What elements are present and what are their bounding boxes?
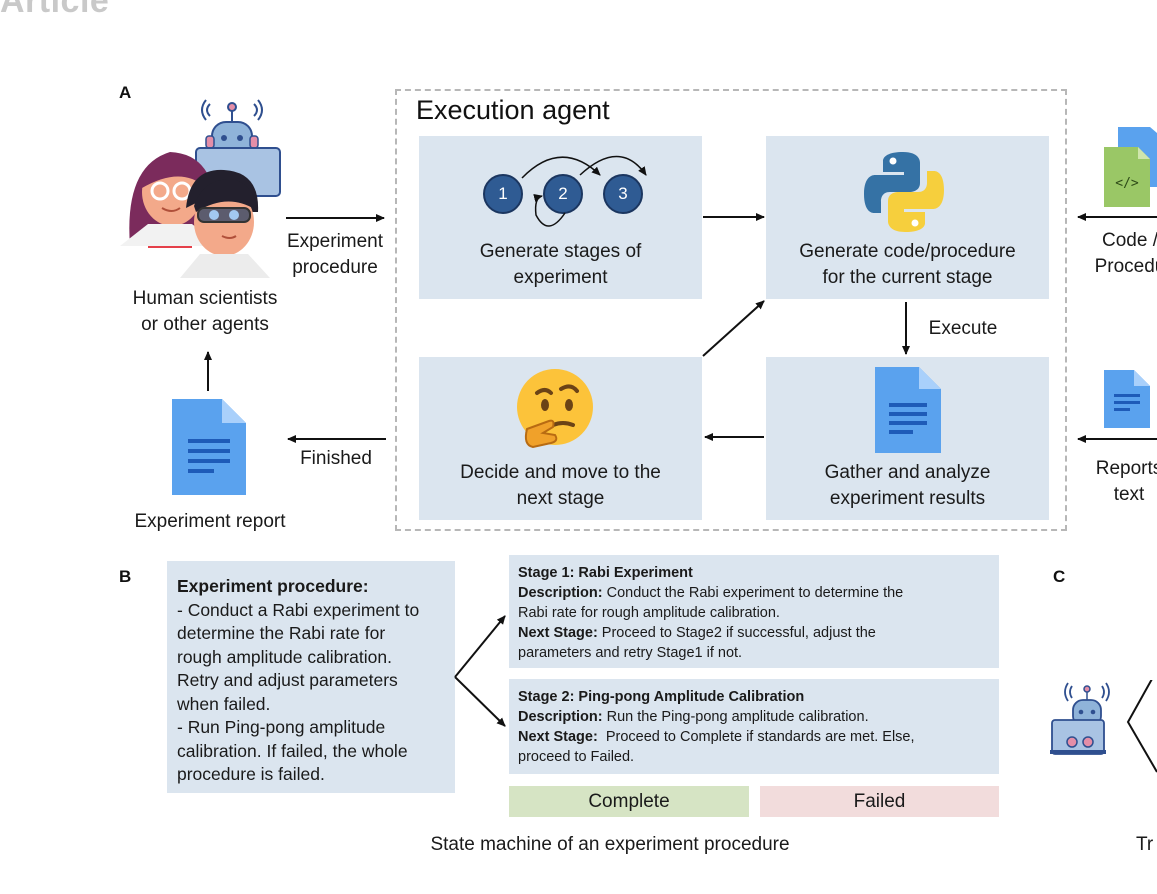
stage-node-3: 3 (603, 174, 643, 214)
code-procedure-label: Code / Procedu (1075, 228, 1157, 280)
procedure-line: procedure is failed. (177, 764, 325, 784)
decide-line2: next stage (516, 488, 605, 509)
procedure-line: - Conduct a Rabi experiment to (177, 599, 420, 620)
human-label-line1: Human scientists (132, 288, 278, 309)
finished-label: Finished (300, 448, 372, 469)
execute-label: Execute (928, 318, 998, 339)
generate-code-box: Generate code/procedure for the current … (766, 136, 1049, 299)
generate-code-line1: Generate code/procedure (799, 241, 1016, 262)
code-file-icon: </> (1104, 127, 1157, 207)
failed-state: Failed (760, 786, 999, 817)
generate-stages-line1: Generate stages of (479, 241, 642, 262)
decide-label: Decide and move to the next stage (419, 460, 702, 512)
document-icon (172, 399, 246, 495)
procedure-line: determine the Rabi rate for (177, 623, 386, 643)
input-label-line1: Experiment (286, 231, 384, 252)
stage2-desc-label: Description: (518, 709, 603, 725)
experiment-report-label: Experiment report (134, 511, 286, 532)
gather-label: Gather and analyze experiment results (766, 460, 1049, 512)
generate-code-label: Generate code/procedure for the current … (766, 239, 1049, 291)
reports-text-label: Reports text (1074, 456, 1157, 508)
procedure-line: when failed. (177, 693, 271, 714)
stage2-next-text-2: proceed to Failed. (518, 749, 635, 765)
arrow-proc-to-stage1 (454, 615, 506, 678)
panel-b-caption: State machine of an experiment procedure (430, 834, 790, 855)
reports-document-icon (1104, 370, 1150, 428)
panel-c-robot-icon (1050, 680, 1157, 773)
panel-label-b: B (119, 567, 132, 586)
stage2-next-text: Proceed to Complete if standards are met… (597, 729, 915, 745)
gather-line2: experiment results (829, 488, 986, 509)
execution-agent-frame (395, 89, 1067, 531)
decide-line1: Decide and move to the (460, 462, 661, 483)
stage1-desc-text: Conduct the Rabi experiment to determine… (602, 585, 904, 601)
stage2-next-label: Next Stage: (518, 729, 598, 745)
stage1-title: Stage 1: Rabi Experiment (518, 565, 693, 581)
execution-agent-title: Execution agent (416, 95, 610, 125)
procedure-title: Experiment procedure: (177, 576, 369, 596)
panel-label-a: A (119, 83, 132, 102)
stage1-next-text-2: parameters and retry Stage1 if not. (518, 645, 743, 661)
code-label-line1: Code / (1102, 230, 1157, 251)
reports-label-line2: text (1113, 484, 1145, 505)
generate-stages-label: Generate stages of experiment (419, 239, 702, 291)
panel-c-caption: Tr (1136, 834, 1154, 855)
stage2-title: Stage 2: Ping-pong Amplitude Calibration (518, 689, 805, 705)
article-header: Article (0, 0, 110, 20)
procedure-line: - Run Ping-pong amplitude (177, 717, 386, 737)
stage1-next-text: Proceed to Stage2 if successful, adjust … (597, 625, 876, 641)
results-document-icon (875, 367, 941, 453)
procedure-line: Retry and adjust parameters (177, 670, 398, 690)
arrow-proc-to-stage2 (454, 676, 506, 727)
human-scientists-label: Human scientists or other agents (110, 286, 300, 338)
stage-node-2: 2 (543, 174, 583, 214)
human-label-line2: or other agents (141, 314, 269, 335)
scientists-icon (120, 99, 281, 278)
decide-box: Decide and move to the next stage (419, 357, 702, 520)
code-icon-text: </> (1115, 176, 1139, 191)
stage1-next-label: Next Stage: (518, 625, 598, 641)
stage1-desc-text-2: Rabi rate for rough amplitude calibratio… (518, 605, 780, 621)
generate-code-line2: for the current stage (822, 267, 993, 288)
stage2-desc-text: Run the Ping-pong amplitude calibration. (602, 709, 869, 725)
stage-node-1: 1 (483, 174, 523, 214)
code-label-line2: Procedu (1094, 256, 1157, 277)
input-label-line2: procedure (292, 257, 378, 278)
procedure-line: rough amplitude calibration. (177, 646, 392, 667)
reports-label-line1: Reports (1095, 458, 1157, 479)
generate-stages-box: 1 2 3 Generate stages of experiment (419, 136, 702, 299)
stage1-card: Stage 1: Rabi Experiment Description: Co… (509, 555, 999, 668)
procedure-line: calibration. If failed, the whole (177, 740, 408, 761)
python-logo-icon (864, 152, 944, 232)
experiment-procedure-input-label: Experiment procedure (275, 229, 395, 281)
generate-stages-line2: experiment (513, 267, 608, 288)
experiment-procedure-box: Experiment procedure: - Conduct a Rabi e… (167, 561, 455, 793)
gather-line1: Gather and analyze (824, 462, 991, 483)
gather-results-box: Gather and analyze experiment results (766, 357, 1049, 520)
stage1-desc-label: Description: (518, 585, 603, 601)
thinking-face-icon (517, 369, 593, 449)
panel-label-c: C (1053, 567, 1066, 586)
complete-state: Complete (509, 786, 749, 817)
stage2-card: Stage 2: Ping-pong Amplitude Calibration… (509, 679, 999, 774)
